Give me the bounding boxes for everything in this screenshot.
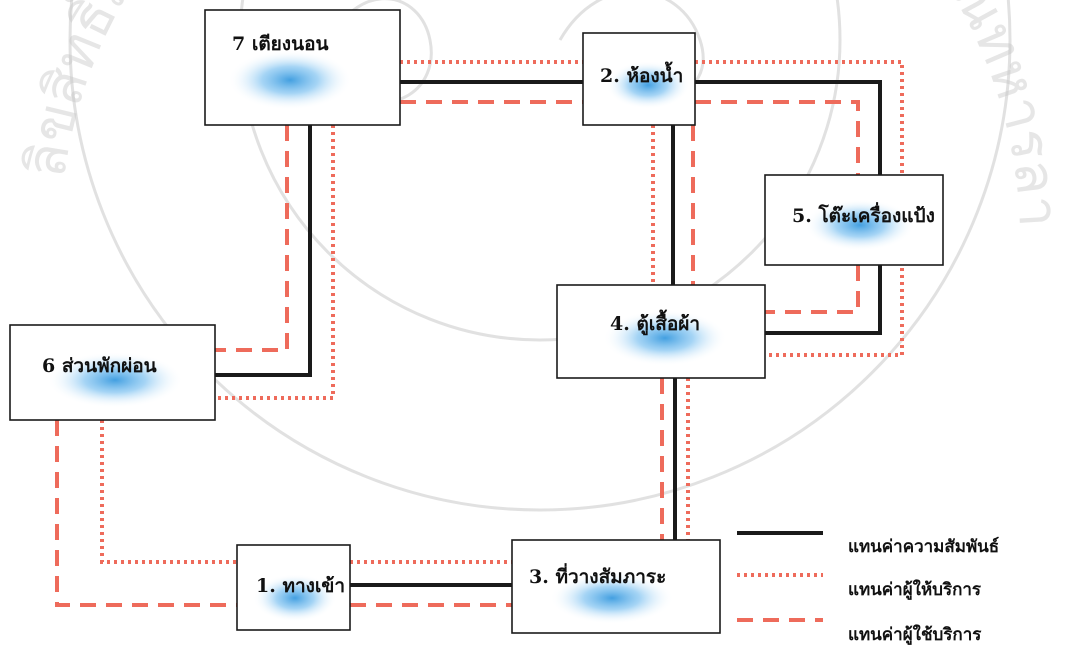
node-1-glow bbox=[253, 574, 337, 622]
node-2-label: 2. ห้องน้ำ bbox=[600, 61, 683, 87]
node-5-label: 5. โต๊ะเครื่องแป้ง bbox=[792, 202, 935, 227]
link-7-6-relationship bbox=[215, 125, 312, 377]
node-3-glow bbox=[550, 572, 674, 624]
node-1-label: 1. ทางเข้า bbox=[256, 575, 345, 597]
link-7-6-provider bbox=[215, 125, 335, 400]
node-3: 3. ที่วางสัมภาระ bbox=[511, 539, 721, 634]
node-5: 5. โต๊ะเครื่องแป้ง bbox=[764, 174, 944, 266]
node-7: 7 เตียงนอน bbox=[204, 9, 401, 126]
node-2: 2. ห้องน้ำ bbox=[582, 32, 696, 126]
link-6-1-user bbox=[55, 420, 237, 607]
connectors bbox=[55, 60, 904, 607]
node-6-glow bbox=[47, 352, 183, 408]
node-1: 1. ทางเข้า bbox=[236, 544, 351, 631]
link-2-4-provider-outer bbox=[695, 60, 904, 357]
legend-user-label: แทนค่าผู้ใช้บริการ bbox=[848, 624, 982, 646]
node-6: 6 ส่วนพักผ่อน bbox=[9, 324, 216, 421]
legend-provider-label: แทนค่าผู้ให้บริการ bbox=[848, 579, 982, 601]
link-5-4-relationship bbox=[765, 265, 882, 335]
watermark-ring-outer bbox=[68, 0, 1012, 512]
node-4: 4. ตู้เสื้อผ้า bbox=[556, 284, 766, 379]
node-6-label: 6 ส่วนพักผ่อน bbox=[42, 355, 157, 377]
link-2-5-relationship bbox=[695, 80, 882, 175]
link-7-6-user bbox=[215, 125, 289, 352]
link-5-4-user bbox=[765, 265, 860, 314]
link-6-1-provider bbox=[100, 420, 237, 564]
legend-relationship-label: แทนค่าความสัมพันธ์ bbox=[848, 536, 999, 557]
node-5-glow bbox=[805, 199, 915, 251]
node-2-glow bbox=[606, 61, 690, 109]
legend: แทนค่าความสัมพันธ์ แทนค่าผู้ให้บริการ แท… bbox=[737, 531, 999, 646]
node-3-label: 3. ที่วางสัมภาระ bbox=[529, 563, 666, 588]
node-7-glow bbox=[228, 50, 352, 110]
link-2-5-user bbox=[695, 100, 860, 175]
node-4-label: 4. ตู้เสื้อผ้า bbox=[610, 309, 700, 336]
node-4-glow bbox=[603, 310, 727, 366]
node-7-label: 7 เตียงนอน bbox=[232, 33, 328, 55]
